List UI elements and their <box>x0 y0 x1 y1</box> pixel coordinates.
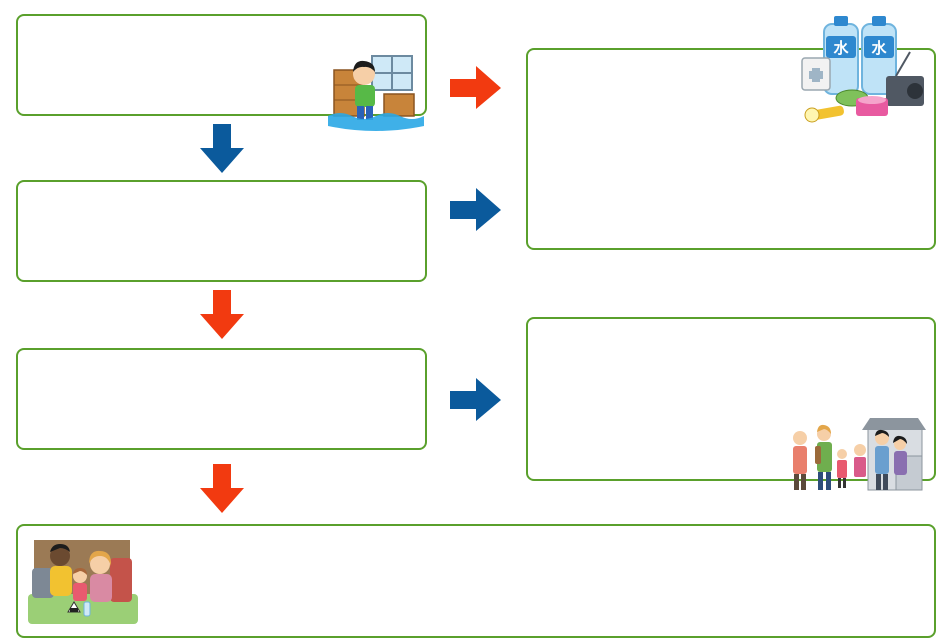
right-arrow-red <box>450 66 501 109</box>
family-in-shelter-icon <box>28 540 138 624</box>
down-arrow-blue <box>200 124 244 173</box>
down-arrow-red <box>200 290 244 339</box>
flow-box-step-2 <box>16 180 427 282</box>
flow-box-step-3 <box>16 348 427 450</box>
emergency-supplies-icon: 水 水 <box>801 16 924 123</box>
right-arrow-blue <box>450 188 501 231</box>
down-arrow-red <box>200 464 244 513</box>
water-label: 水 <box>833 39 849 57</box>
right-arrow-blue <box>450 378 501 421</box>
family-evacuating-icon <box>793 418 926 491</box>
water-label: 水 <box>871 39 887 57</box>
flow-box-step-4 <box>16 524 936 638</box>
flooded-room-boy-icon <box>328 55 424 131</box>
